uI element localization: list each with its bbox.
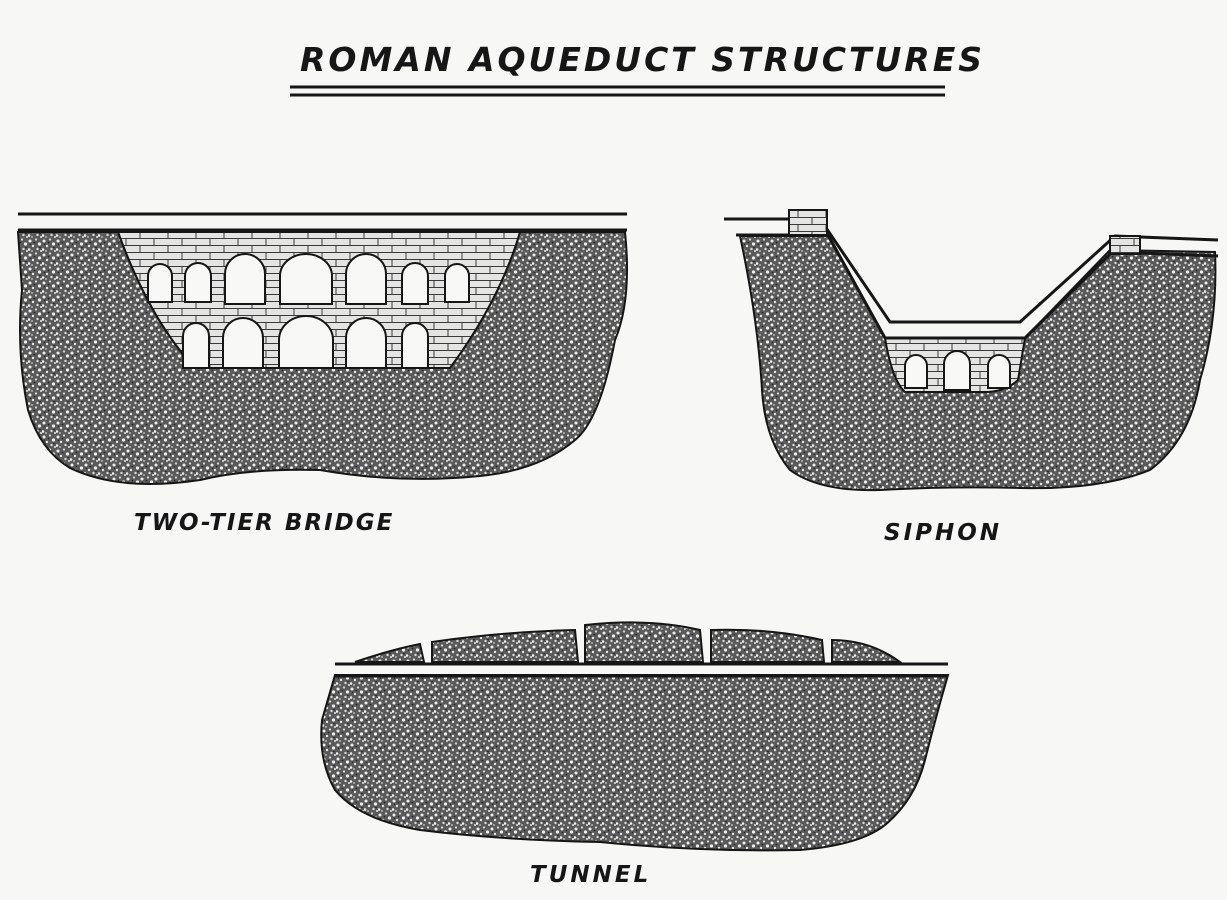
tunnel-ground bbox=[320, 674, 950, 852]
bridge-road bbox=[18, 212, 627, 232]
tunnel-panel bbox=[320, 621, 950, 852]
bridge-lower-arches bbox=[182, 315, 429, 369]
header-tank bbox=[788, 209, 828, 236]
bridge-label: TWO-TIER BRIDGE bbox=[134, 510, 395, 536]
receiving-tank bbox=[1109, 235, 1141, 255]
siphon-panel bbox=[724, 209, 1219, 492]
bridge-panel bbox=[16, 212, 629, 485]
tunnel-label: TUNNEL bbox=[530, 862, 652, 888]
siphon-arches bbox=[904, 350, 1011, 391]
title-underline bbox=[290, 85, 945, 97]
bridge-upper-arches bbox=[147, 253, 470, 305]
tunnel-channel bbox=[335, 662, 948, 678]
tunnel-cover-stones bbox=[354, 621, 904, 663]
diagram-title: ROMAN AQUEDUCT STRUCTURES bbox=[300, 40, 986, 79]
siphon-label: SIPHON bbox=[884, 520, 1003, 546]
